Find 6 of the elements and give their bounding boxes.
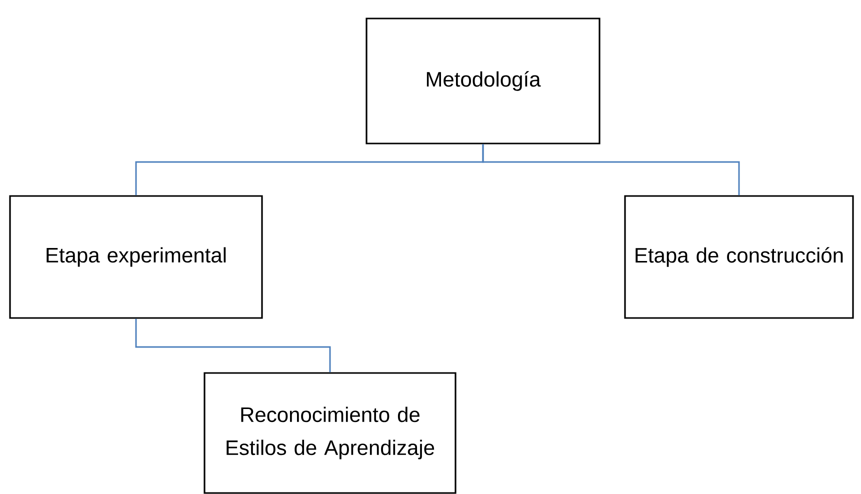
connector-line bbox=[482, 144, 740, 196]
process-box: Reconocimiento de Estilos de Aprendizaje bbox=[204, 372, 456, 494]
process-box: Etapa experimental bbox=[9, 195, 263, 319]
connector-line bbox=[135, 318, 331, 372]
process-box: Metodología bbox=[366, 18, 600, 144]
process-box: Etapa de construcción bbox=[624, 195, 854, 319]
